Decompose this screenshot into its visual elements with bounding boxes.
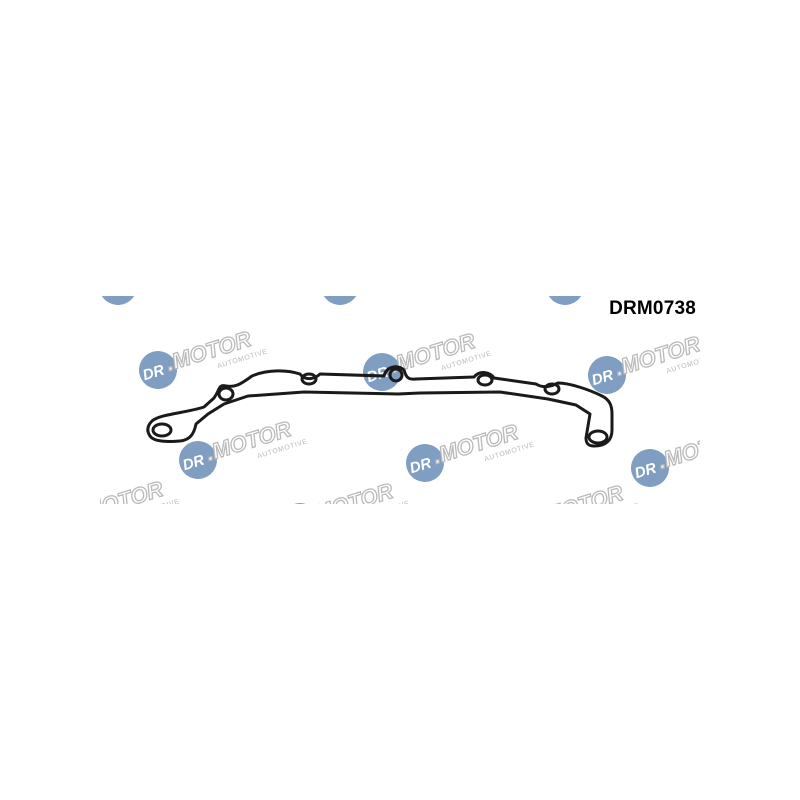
part-number-label: DRM0738 bbox=[609, 298, 696, 319]
gasket bbox=[146, 365, 614, 448]
